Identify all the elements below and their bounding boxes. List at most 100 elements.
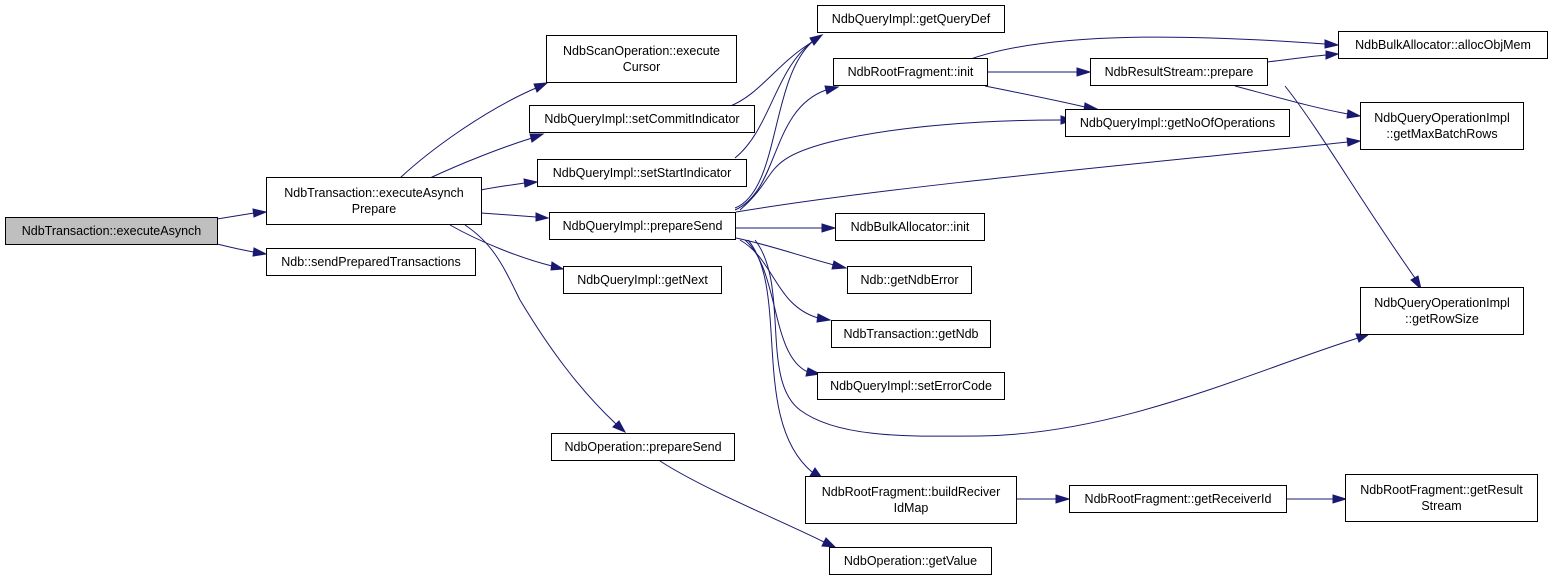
node-get-max-batch-rows[interactable]: NdbQueryOperationImpl ::getMaxBatchRows — [1360, 102, 1524, 150]
arrowhead — [821, 223, 837, 233]
edge — [747, 239, 813, 473]
node-send-prepared-transactions[interactable]: Ndb::sendPreparedTransactions — [266, 248, 476, 276]
edge — [480, 182, 526, 191]
arrowhead — [1332, 494, 1348, 504]
arrowhead — [533, 82, 549, 93]
node-alloc-obj-mem[interactable]: NdbBulkAllocator::allocObjMem — [1338, 31, 1548, 59]
node-label: NdbTransaction::executeAsynch — [284, 186, 464, 200]
edge — [1266, 54, 1327, 63]
node-set-error-code[interactable]: NdbQueryImpl::setErrorCode — [817, 372, 1005, 400]
node-executeasynch-prepare[interactable]: NdbTransaction::executeAsynch Prepare — [266, 177, 482, 225]
node-label: NdbScanOperation::execute — [562, 44, 721, 58]
edge — [429, 137, 533, 179]
node-build-reciver-id-map[interactable]: NdbRootFragment::buildReciver IdMap — [805, 476, 1017, 524]
node-label: NdbTransaction::getNdb — [843, 327, 979, 341]
node-label: NdbQueryImpl::setErrorCode — [830, 379, 992, 393]
node-label: NdbQueryImpl::getQueryDef — [831, 12, 991, 26]
arrowhead — [809, 34, 824, 46]
edge — [735, 141, 1349, 213]
node-operation-prepare-send[interactable]: NdbOperation::prepareSend — [551, 433, 735, 461]
node-get-row-size[interactable]: NdbQueryOperationImpl ::getRowSize — [1360, 287, 1524, 335]
node-get-receiver-id[interactable]: NdbRootFragment::getReceiverId — [1069, 485, 1287, 513]
node-label: Ndb::sendPreparedTransactions — [281, 255, 461, 269]
edge — [216, 243, 255, 253]
node-label: NdbQueryOperationImpl — [1374, 296, 1510, 310]
node-label: NdbQueryImpl::getNoOfOperations — [1079, 116, 1276, 130]
edge — [735, 237, 835, 266]
arrowhead — [523, 178, 539, 188]
edge — [734, 41, 813, 159]
arrowhead — [824, 85, 840, 95]
arrowhead — [1324, 39, 1340, 49]
edge — [967, 36, 1326, 61]
node-label: Ndb::getNdbError — [860, 273, 959, 287]
node-queryimpl-prepare-send[interactable]: NdbQueryImpl::prepareSend — [549, 212, 736, 240]
node-get-ndb-error[interactable]: Ndb::getNdbError — [847, 266, 972, 294]
arrowhead — [550, 261, 565, 271]
node-label: NdbOperation::prepareSend — [564, 440, 722, 454]
edge — [216, 212, 255, 220]
node-label: NdbOperation::getValue — [843, 554, 978, 568]
arrowhead — [821, 537, 837, 548]
node-label: NdbQueryImpl::setCommitIndicator — [544, 112, 740, 126]
node-label: Stream — [1421, 499, 1462, 513]
node-set-commit-indicator[interactable]: NdbQueryImpl::setCommitIndicator — [529, 105, 755, 133]
node-label: NdbRootFragment::getReceiverId — [1084, 492, 1272, 506]
node-get-no-of-operations[interactable]: NdbQueryImpl::getNoOfOperations — [1065, 109, 1290, 137]
edge — [659, 460, 825, 543]
node-label: ::getMaxBatchRows — [1386, 127, 1498, 141]
node-label: ::getRowSize — [1405, 312, 1479, 326]
edge — [480, 212, 537, 218]
arrowhead — [831, 260, 848, 270]
node-bulkallocator-init[interactable]: NdbBulkAllocator::init — [835, 213, 985, 241]
node-get-value[interactable]: NdbOperation::getValue — [829, 547, 992, 575]
edge — [727, 41, 813, 108]
arrowhead — [1055, 494, 1071, 504]
edge — [984, 85, 1086, 108]
edge — [739, 239, 819, 319]
edge — [449, 224, 553, 267]
arrowhead — [816, 313, 832, 323]
node-get-result-stream[interactable]: NdbRootFragment::getResult Stream — [1345, 474, 1538, 522]
arrowhead — [529, 133, 545, 143]
arrowhead — [805, 367, 822, 377]
node-label: NdbBulkAllocator::allocObjMem — [1355, 38, 1531, 52]
node-set-start-indicator[interactable]: NdbQueryImpl::setStartIndicator — [537, 159, 747, 187]
edge — [464, 224, 617, 425]
arrowhead — [1346, 137, 1362, 147]
edge — [744, 239, 809, 373]
node-get-next[interactable]: NdbQueryImpl::getNext — [563, 266, 722, 294]
node-label: Cursor — [622, 60, 661, 74]
arrowhead — [1410, 275, 1422, 291]
arrowhead — [1076, 67, 1092, 77]
node-label: NdbQueryImpl::getNext — [577, 273, 708, 287]
edge — [754, 239, 1359, 437]
arrowhead — [252, 247, 268, 257]
arrowhead — [1325, 50, 1340, 60]
node-label: NdbBulkAllocator::init — [850, 220, 970, 234]
node-label: Prepare — [351, 202, 397, 216]
edge — [1234, 85, 1349, 115]
node-get-query-def[interactable]: NdbQueryImpl::getQueryDef — [817, 5, 1005, 33]
node-resultstream-prepare[interactable]: NdbResultStream::prepare — [1090, 58, 1268, 86]
node-label: NdbResultStream::prepare — [1104, 65, 1254, 79]
node-label: NdbRootFragment::buildReciver — [821, 485, 1001, 499]
edge — [734, 89, 827, 211]
edge — [399, 87, 537, 179]
node-rootfragment-init[interactable]: NdbRootFragment::init — [833, 58, 988, 86]
arrowhead — [1346, 109, 1362, 119]
node-label: NdbQueryOperationImpl — [1374, 111, 1510, 125]
node-execute-cursor[interactable]: NdbScanOperation::execute Cursor — [546, 35, 737, 83]
edge — [739, 119, 1063, 211]
node-executeasynch[interactable]: NdbTransaction::executeAsynch — [5, 217, 218, 245]
arrowhead — [612, 420, 627, 434]
arrowhead — [535, 212, 550, 222]
node-get-ndb[interactable]: NdbTransaction::getNdb — [831, 320, 991, 348]
arrowhead — [252, 208, 268, 218]
node-label: NdbQueryImpl::setStartIndicator — [552, 166, 732, 180]
node-label: NdbTransaction::executeAsynch — [21, 224, 202, 238]
arrowhead — [1355, 333, 1371, 343]
node-label: IdMap — [893, 501, 929, 515]
node-label: NdbRootFragment::init — [847, 65, 974, 79]
